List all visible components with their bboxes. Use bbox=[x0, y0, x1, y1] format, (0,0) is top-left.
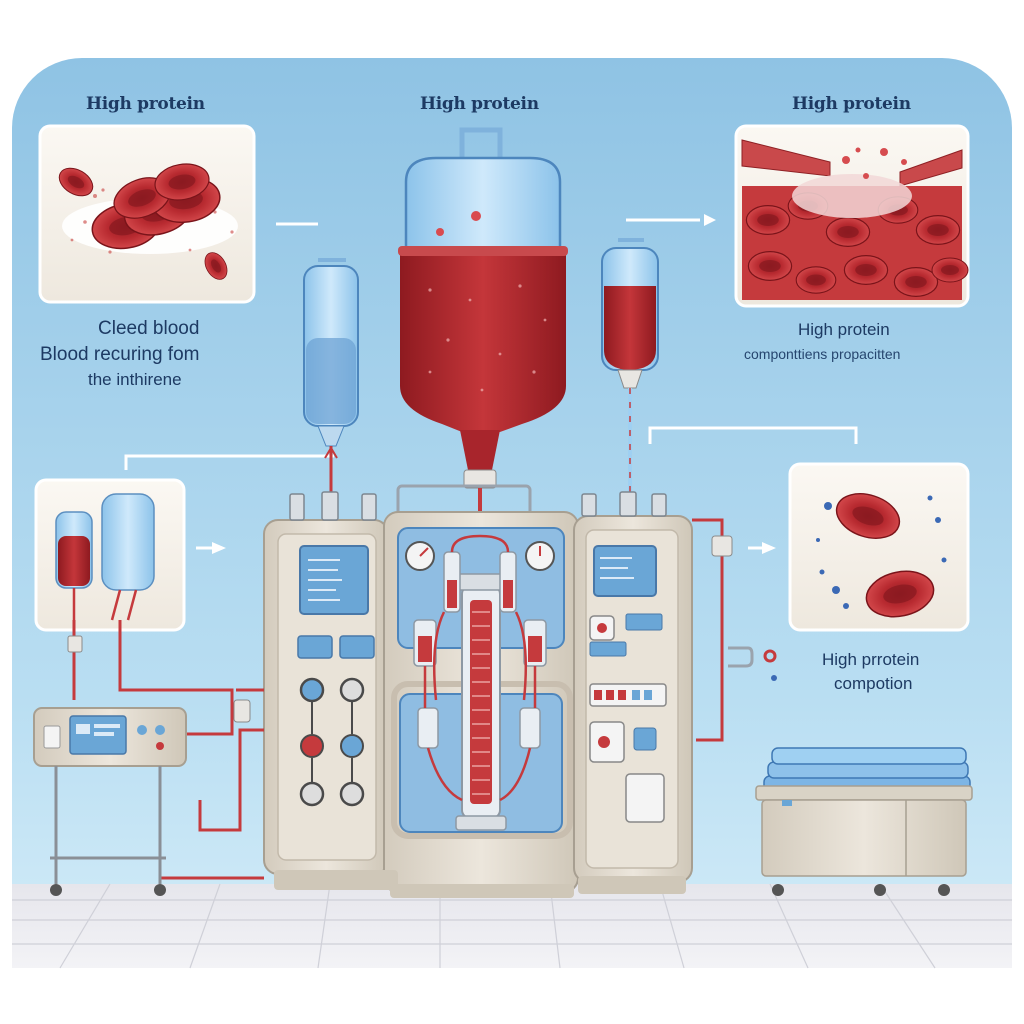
left-caption-line1: Cleed blood bbox=[98, 318, 200, 339]
right-caption-line1: High protein bbox=[798, 320, 890, 339]
external-tubing bbox=[72, 518, 724, 880]
central-blood-bag bbox=[398, 127, 568, 520]
title-center: High protein bbox=[420, 94, 539, 114]
left-caption-line3: the inthirene bbox=[88, 370, 182, 389]
card-plasma-separation bbox=[734, 124, 970, 308]
supply-cart bbox=[755, 747, 973, 896]
arrow-heads bbox=[196, 214, 776, 554]
machine-knobs bbox=[299, 677, 365, 807]
lower-caption-line1: High prrotein bbox=[822, 650, 920, 669]
side-hook bbox=[728, 646, 754, 668]
tube-clamps bbox=[67, 535, 733, 723]
left-saline-bag bbox=[303, 258, 359, 520]
left-caption-line2: Blood recuring fom bbox=[40, 344, 200, 365]
apheresis-machine bbox=[263, 484, 693, 898]
tubing-center bbox=[423, 534, 537, 802]
card-small-bags bbox=[34, 478, 186, 632]
control-console bbox=[33, 707, 187, 896]
right-caption-line2: componttiens propacitten bbox=[744, 346, 901, 362]
lower-caption-line2: compotion bbox=[834, 674, 913, 693]
right-blood-bag bbox=[601, 238, 659, 500]
indicator-dots bbox=[763, 649, 777, 681]
connector-lines bbox=[124, 218, 858, 470]
centrifuge-column bbox=[455, 573, 507, 831]
floor-tiles bbox=[12, 883, 1012, 969]
card-clotted-blood bbox=[38, 124, 256, 304]
card-red-cells bbox=[788, 462, 970, 632]
title-right: High protein bbox=[792, 94, 911, 114]
title-left: High protein bbox=[86, 94, 205, 114]
